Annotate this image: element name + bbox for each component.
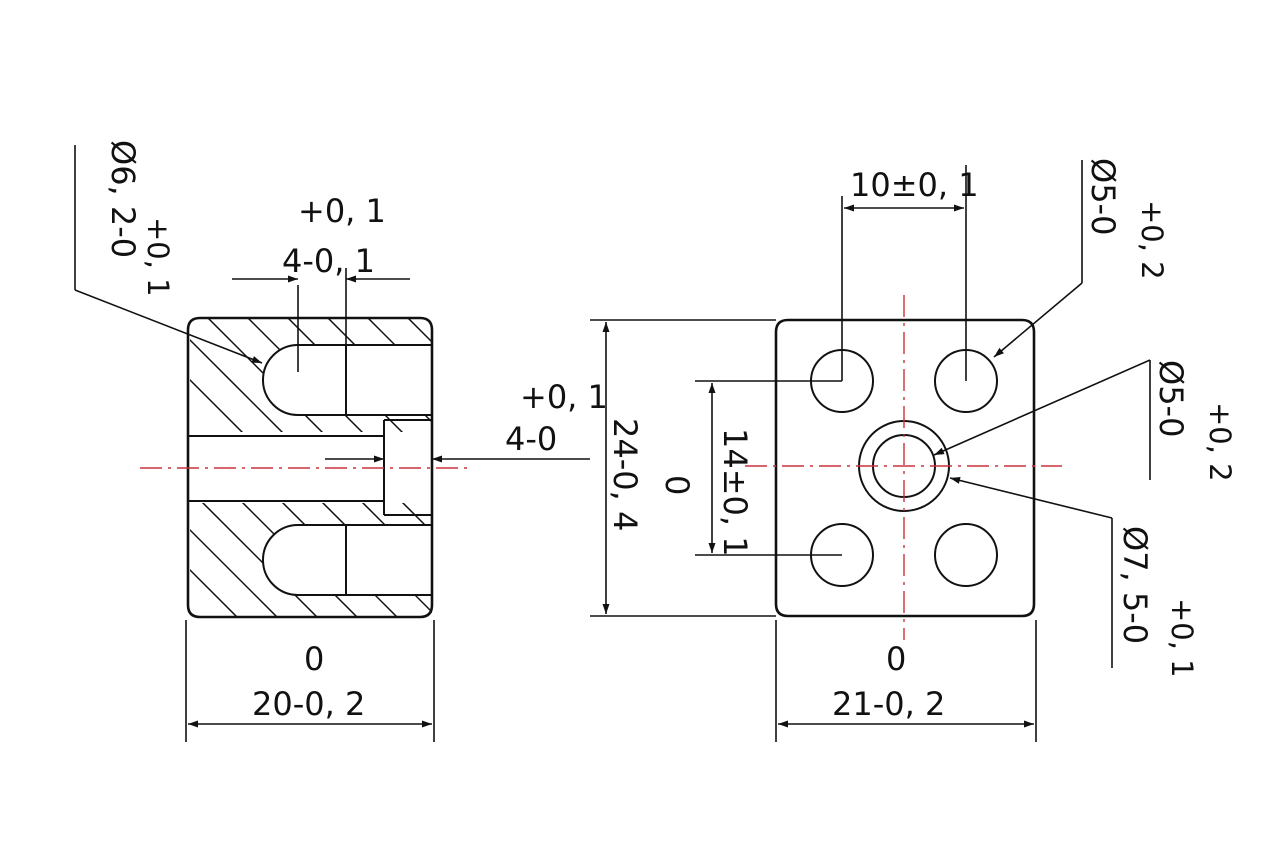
dim-counterbore: +0, 1 4-0	[325, 378, 608, 463]
dim-pocket-depth-base: 4-0, 1	[282, 242, 375, 280]
section-outline	[186, 316, 434, 619]
dim-bore-dia-base: Ø6, 2-0	[104, 140, 142, 258]
dim-hole-dia-top: Ø5-0 +0, 2	[993, 158, 1169, 358]
dim-hole-spacing-h: 10±0, 1	[841, 165, 979, 381]
dim-ring-dia-tol: +0, 1	[1165, 598, 1199, 678]
dim-height: 0 24-0, 4	[590, 319, 776, 617]
dim-hole-spacing-h-text: 10±0, 1	[850, 166, 979, 204]
dim-counterbore-tol: +0, 1	[520, 378, 608, 416]
dim-hole-dia-center-tol: +0, 2	[1203, 402, 1237, 482]
dim-left-width-base: 20-0, 2	[252, 685, 365, 723]
dim-counterbore-base: 4-0	[505, 420, 557, 458]
dim-hole-spacing-v: 14±0, 1	[695, 380, 842, 557]
dim-hole-dia-top-base: Ø5-0	[1084, 158, 1122, 235]
hole-bottom-right	[934, 523, 998, 587]
dim-left-width: 0 20-0, 2	[185, 620, 435, 742]
section-view	[140, 285, 470, 619]
dim-bore-dia-tol: +0, 1	[141, 217, 175, 297]
dim-right-width: 0 21-0, 2	[775, 620, 1037, 742]
dim-right-width-upper: 0	[886, 640, 906, 678]
end-view	[745, 295, 1062, 640]
dim-hole-dia-top-tol: +0, 2	[1135, 200, 1169, 280]
dim-height-upper: 0	[658, 475, 696, 495]
dim-height-base: 24-0, 4	[606, 418, 644, 531]
dim-hole-dia-center: Ø5-0 +0, 2	[933, 359, 1237, 482]
dim-hole-dia-center-base: Ø5-0	[1152, 360, 1190, 437]
lower-pocket	[262, 524, 432, 596]
dim-ring-dia: Ø7, 5-0 +0, 1	[949, 476, 1199, 678]
dim-right-width-base: 21-0, 2	[832, 685, 945, 723]
dim-pocket-depth: +0, 1 4-0, 1	[232, 192, 410, 345]
dim-left-width-upper: 0	[304, 640, 324, 678]
upper-pocket	[262, 344, 432, 416]
dim-hole-spacing-v-text: 14±0, 1	[716, 428, 754, 557]
upper-cavity	[263, 345, 432, 415]
lower-cavity	[263, 525, 432, 595]
dim-ring-dia-base: Ø7, 5-0	[1116, 526, 1154, 644]
dim-pocket-depth-tol: +0, 1	[298, 192, 386, 230]
dim-bore-dia: Ø6, 2-0 +0, 1	[74, 140, 263, 364]
